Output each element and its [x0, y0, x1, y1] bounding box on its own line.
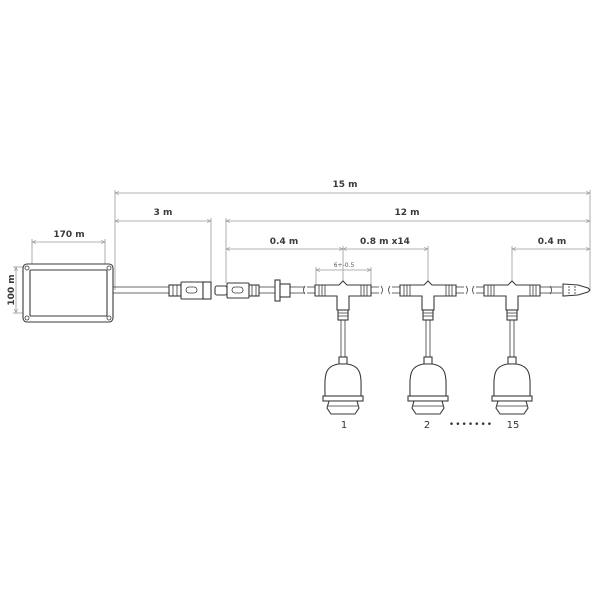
socket-tee-2: [388, 280, 468, 415]
dimension-connector-width: 6+-0.5: [316, 262, 371, 270]
socket-tee-1: [303, 280, 383, 415]
lead-cable: [113, 286, 170, 294]
connector-width-label: 6+-0.5: [334, 262, 355, 269]
dimension-string: 12 m: [226, 208, 590, 221]
controller-width-label: 170 m: [53, 230, 84, 240]
controller-box: [22, 263, 114, 323]
lead-length-label: 3 m: [154, 208, 173, 218]
dimension-first-spacing: 0.4 m: [226, 237, 343, 249]
string-input-connector: [214, 279, 305, 302]
dimension-lead: 3 m: [115, 208, 211, 221]
total-length-label: 15 m: [332, 180, 357, 190]
dimension-last-spacing: 0.4 m: [512, 237, 590, 249]
socket-spacing-label: 0.8 m x14: [360, 237, 410, 247]
string-length-label: 12 m: [394, 208, 419, 218]
end-cap: [548, 283, 591, 297]
dimension-total: 15 m: [115, 180, 590, 193]
dimension-controller-width: 170 m: [32, 230, 105, 242]
first-spacing-label: 0.4 m: [270, 237, 298, 247]
socket-label-2: 2: [424, 420, 430, 431]
controller-height-label: 100 m: [7, 274, 17, 305]
socket-label-1: 1: [341, 420, 347, 431]
dimension-socket-spacing: 0.8 m x14: [343, 237, 428, 249]
last-spacing-label: 0.4 m: [538, 237, 566, 247]
lead-plug: [168, 281, 212, 300]
ellipsis-dots: •••••••: [449, 420, 493, 430]
socket-tee-3: [472, 280, 552, 415]
socket-label-15: 15: [507, 420, 520, 431]
extension-lines: [13, 190, 591, 314]
dimension-controller-height: 100 m: [7, 267, 17, 313]
